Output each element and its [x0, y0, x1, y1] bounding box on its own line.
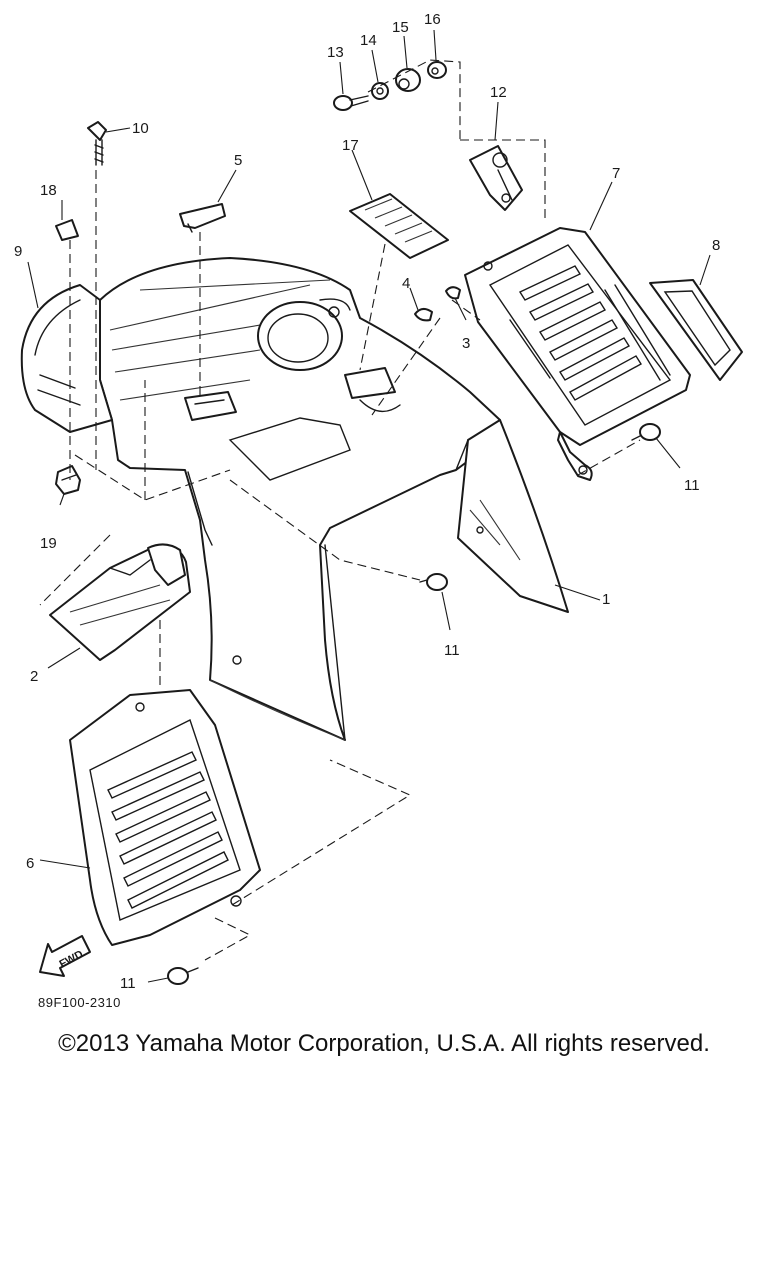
callout-6: 6 — [26, 855, 34, 872]
callout-12: 12 — [490, 84, 507, 101]
part-7-right-grille — [464, 227, 691, 481]
callout-1: 1 — [602, 591, 610, 608]
part-19-clip — [55, 465, 81, 495]
callout-19: 19 — [40, 535, 57, 552]
fwd-arrow-icon: FWD — [39, 935, 91, 977]
callout-18: 18 — [40, 182, 57, 199]
assembly-lines — [39, 59, 641, 961]
screw-11-right — [631, 423, 661, 441]
fastener-14-washer — [371, 82, 389, 100]
part-3-clip — [445, 286, 461, 300]
part-6-lower-grille — [69, 689, 261, 946]
callout-labels: 10 13 14 15 16 12 5 17 18 7 8 9 4 3 11 1… — [14, 11, 720, 992]
callout-13: 13 — [327, 44, 344, 61]
callout-17: 17 — [342, 137, 359, 154]
callout-16: 16 — [424, 11, 441, 28]
callout-2: 2 — [30, 668, 38, 685]
grille-slats-6 — [107, 751, 229, 909]
part-5-cap — [179, 203, 226, 233]
callout-10: 10 — [132, 120, 149, 137]
fastener-13-bolt — [333, 95, 369, 111]
fastener-16-collar — [427, 61, 447, 79]
part-17-label — [349, 193, 449, 259]
callout-14: 14 — [360, 32, 377, 49]
copyright-notice: ©2013 Yamaha Motor Corporation, U.S.A. A… — [58, 1030, 710, 1057]
part-12-bracket — [469, 145, 523, 211]
screw-11-bottom — [167, 967, 199, 985]
callout-3: 3 — [462, 335, 470, 352]
fastener-10-bolt — [87, 121, 107, 166]
part-2-center-cover — [49, 543, 191, 661]
part-9-side-panel — [20, 284, 113, 433]
part-18-plug — [55, 219, 79, 241]
part-4-clip — [414, 308, 433, 322]
fastener-15-grommet — [395, 68, 421, 92]
callout-9: 9 — [14, 243, 22, 260]
parts-diagram: 10 13 14 15 16 12 5 17 18 7 8 9 4 3 11 1… — [14, 11, 743, 992]
callout-8: 8 — [712, 237, 720, 254]
callout-15: 15 — [392, 19, 409, 36]
part-8-strip — [649, 279, 743, 381]
callout-5: 5 — [234, 152, 242, 169]
callout-4: 4 — [402, 275, 410, 292]
drawing-code: 89F100-2310 — [38, 995, 121, 1010]
callout-11-bottom: 11 — [120, 975, 136, 992]
leader-lines — [27, 29, 711, 983]
screw-11-center — [419, 573, 448, 591]
grille-slats-7 — [518, 265, 642, 401]
callout-11-right: 11 — [684, 477, 700, 494]
callout-11-center: 11 — [444, 642, 460, 659]
callout-7: 7 — [612, 165, 620, 182]
